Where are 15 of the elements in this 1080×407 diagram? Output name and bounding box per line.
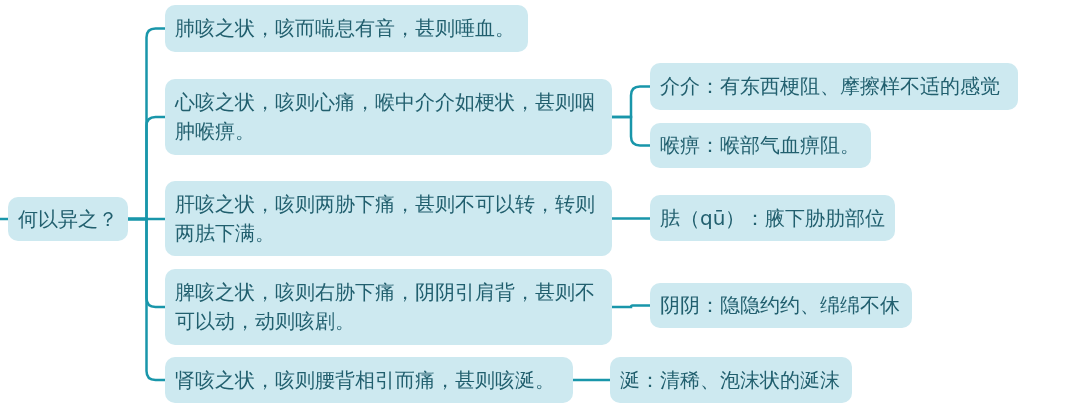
connector-line [612, 115, 650, 147]
topic-box: 胠（qū）：腋下胁肋部位 [650, 195, 896, 241]
topic-box: 喉痹：喉部气血痹阻。 [650, 123, 871, 168]
connector-line [573, 378, 610, 382]
topic-box: 肝咳之状，咳则两胁下痛，甚则不可以转，转则两胠下满。 [165, 181, 612, 256]
topic-box: 脾咳之状，咳则右胁下痛，阴阴引肩背，甚则不可以动，动则咳剧。 [165, 269, 612, 345]
topic-box: 阴阴：隐隐约约、绵绵不休 [650, 283, 912, 328]
topic-box: 心咳之状，咳则心痛，喉中介介如梗状，甚则咽肿喉痹。 [165, 79, 612, 155]
root-topic-box: 何以异之？ [8, 197, 128, 241]
topic-box: 肺咳之状，咳而喘息有音，甚则唾血。 [165, 5, 528, 52]
topic-box: 涎：清稀、泡沫状的涎沫 [610, 357, 852, 403]
connector-line [612, 217, 650, 220]
connector-line [612, 304, 650, 309]
topic-box: 介介：有东西梗阻、摩擦样不适的感觉 [650, 63, 1018, 110]
topic-box: 肾咳之状，咳则腰背相引而痛，甚则咳涎。 [165, 357, 573, 403]
